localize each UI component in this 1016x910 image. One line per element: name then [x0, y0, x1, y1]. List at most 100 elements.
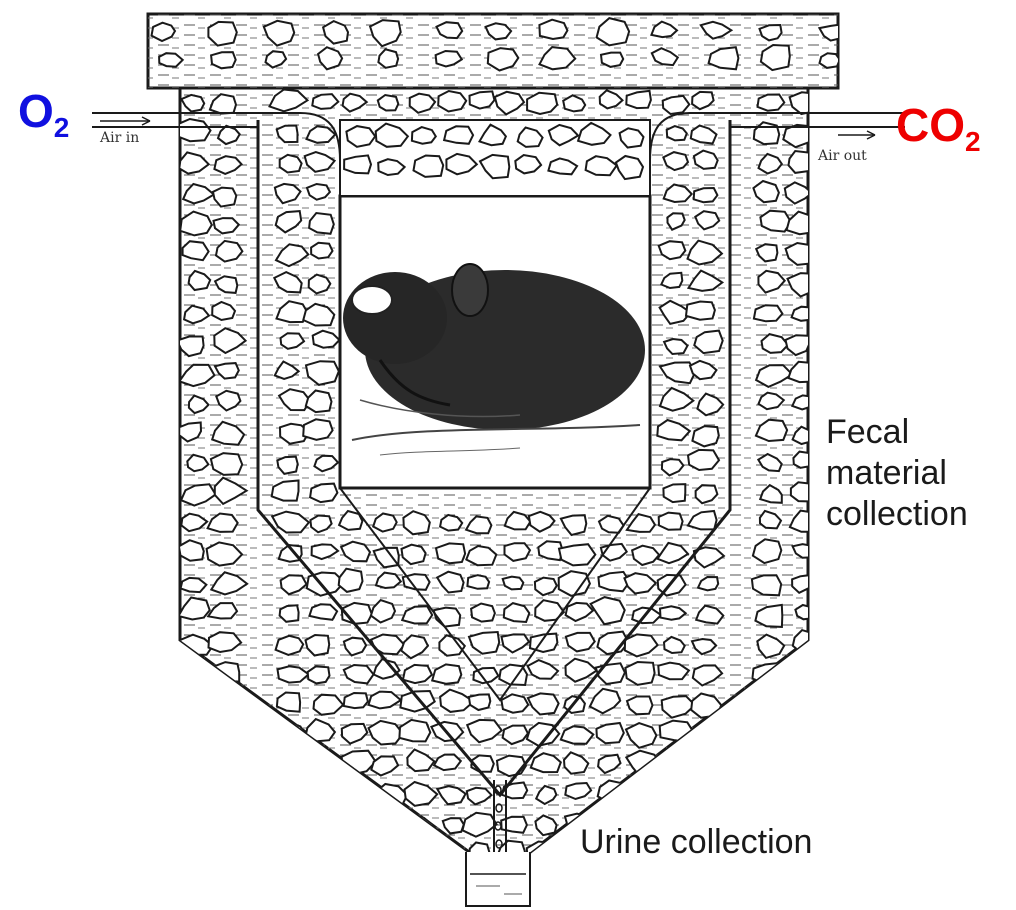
fecal-label: Fecal material collection	[826, 412, 968, 534]
urine-label: Urine collection	[580, 822, 812, 863]
ice-piece	[660, 721, 694, 742]
ice-piece	[184, 662, 209, 684]
ice-piece	[789, 662, 822, 684]
ice-piece	[694, 151, 718, 169]
ice-piece	[311, 243, 332, 259]
ice-piece	[344, 155, 371, 173]
ice-piece	[659, 513, 683, 530]
ice-piece	[789, 151, 814, 173]
ice-piece	[752, 754, 787, 773]
ice-piece	[177, 838, 207, 861]
ice-piece	[372, 816, 396, 832]
ice-piece	[211, 697, 237, 715]
ice-piece	[414, 156, 444, 177]
ice-piece	[559, 571, 590, 596]
ice-piece	[698, 786, 722, 805]
ice-piece	[792, 395, 815, 409]
ice-piece	[758, 95, 785, 111]
ice-piece	[412, 127, 436, 144]
ice-piece	[305, 840, 341, 861]
ice-piece	[470, 91, 495, 108]
ice-piece	[559, 544, 595, 565]
ice-piece	[527, 93, 557, 114]
ice-piece	[346, 126, 375, 147]
ice-piece	[601, 53, 623, 67]
co2-label: CO2	[896, 102, 981, 156]
ice-piece	[791, 482, 816, 501]
ice-piece	[667, 126, 687, 140]
ice-piece	[183, 785, 208, 804]
ice-piece	[655, 780, 683, 802]
ice-piece	[436, 543, 465, 563]
ice-piece	[213, 662, 239, 682]
ice-piece	[467, 575, 489, 589]
ice-piece	[280, 756, 305, 772]
ice-piece	[208, 22, 236, 46]
ice-piece	[688, 450, 719, 470]
ice-piece	[209, 722, 234, 739]
ice-piece	[820, 53, 840, 68]
ice-piece	[404, 845, 437, 865]
ice-piece	[179, 726, 202, 744]
ice-piece	[338, 816, 363, 834]
ice-piece	[497, 756, 526, 777]
ice-piece	[277, 693, 300, 712]
ice-piece	[755, 696, 786, 715]
ice-piece	[274, 784, 302, 804]
ice-piece	[309, 275, 331, 294]
ice-piece	[686, 302, 715, 320]
ice-piece	[276, 636, 304, 655]
ice-piece	[179, 696, 205, 714]
ice-piece	[309, 213, 334, 234]
collection-beaker-icon	[466, 852, 530, 906]
ice-piece	[444, 126, 473, 144]
ice-piece	[213, 818, 233, 836]
ice-piece	[179, 540, 204, 561]
ice-piece	[628, 785, 659, 805]
ice-piece	[280, 605, 299, 622]
ice-piece	[378, 95, 399, 111]
ice-piece	[218, 847, 239, 864]
ice-piece	[795, 605, 818, 619]
lid	[148, 14, 844, 88]
ice-piece	[539, 20, 567, 39]
ice-piece	[754, 305, 783, 321]
ice-piece	[179, 754, 204, 769]
ice-piece	[277, 847, 307, 866]
air-in-label: Air in	[100, 130, 139, 146]
fecal-label-line2: material	[826, 454, 947, 492]
ice-piece	[308, 666, 330, 683]
ice-piece	[505, 543, 531, 561]
ice-piece	[183, 241, 209, 260]
ice-piece	[692, 426, 718, 446]
ice-piece	[788, 785, 809, 802]
ice-piece	[783, 125, 819, 147]
ice-piece	[309, 604, 337, 620]
ice-piece	[694, 188, 718, 202]
ice-piece	[792, 575, 816, 593]
ice-piece	[792, 307, 815, 321]
ice-piece	[302, 779, 334, 806]
ice-piece	[501, 694, 528, 712]
ice-piece	[369, 843, 397, 867]
ice-piece	[280, 155, 302, 173]
o2-label: O2	[18, 88, 69, 142]
ice-piece	[759, 724, 787, 747]
ice-piece	[314, 818, 335, 834]
ice-piece	[761, 785, 789, 805]
ice-piece	[207, 785, 242, 806]
ice-piece	[211, 52, 236, 68]
ice-piece	[471, 604, 495, 622]
ice-piece	[663, 484, 685, 502]
fecal-label-line1: Fecal	[826, 413, 909, 451]
ice-piece	[215, 752, 239, 768]
ice-piece	[310, 484, 337, 503]
fecal-label-line3: collection	[826, 495, 968, 533]
ice-piece	[339, 784, 369, 806]
ice-piece	[278, 817, 302, 833]
ice-piece	[787, 724, 812, 740]
ice-piece	[665, 752, 685, 774]
ice-piece	[596, 723, 623, 743]
air-out-label: Air out	[818, 148, 867, 164]
ice-piece	[784, 695, 816, 714]
